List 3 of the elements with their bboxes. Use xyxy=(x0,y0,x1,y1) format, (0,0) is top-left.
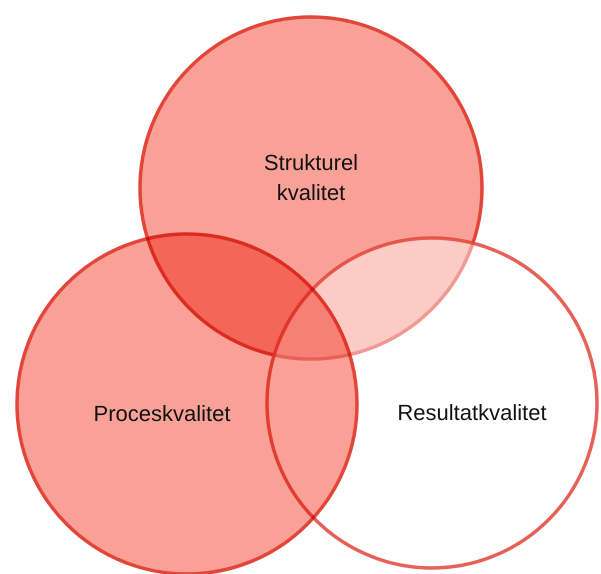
circle-label: Strukturel kvalitet xyxy=(262,149,360,207)
circle-label: Proceskvalitet xyxy=(92,400,232,428)
circle-label: Resultatkvalitet xyxy=(396,399,548,427)
